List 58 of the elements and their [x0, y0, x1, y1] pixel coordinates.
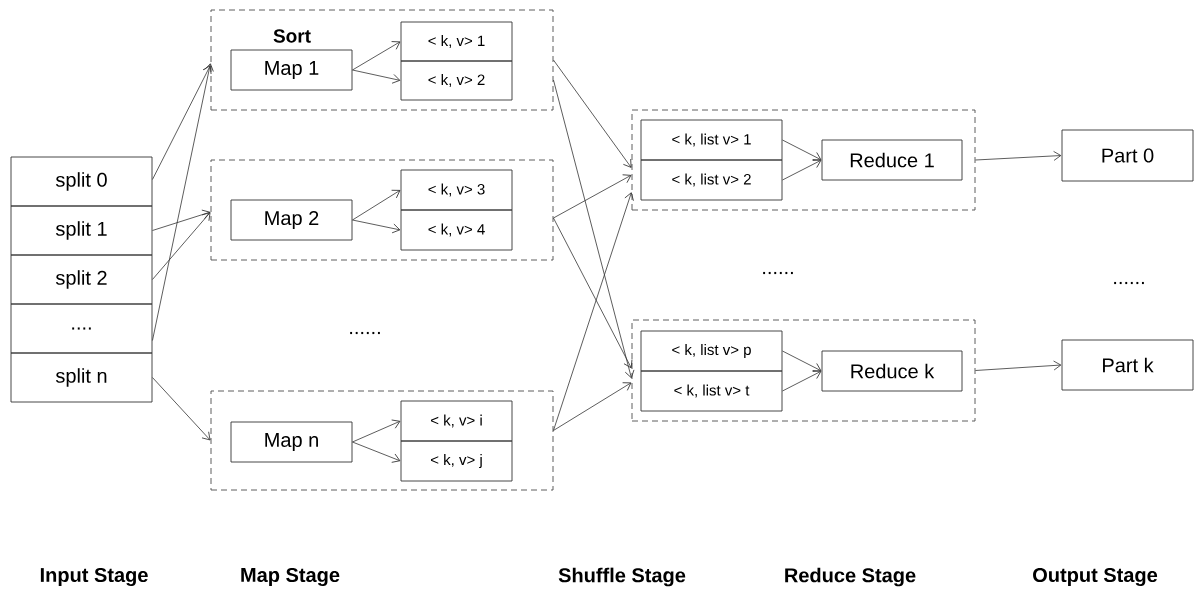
arrow: [352, 419, 401, 443]
arrow: [553, 79, 635, 379]
arrow: [782, 370, 822, 392]
table-cell: < k, v> 4: [400, 209, 513, 251]
arrow: [975, 360, 1062, 371]
arrow: [352, 41, 401, 71]
ellipsis: ......: [1114, 281, 1144, 285]
process-box: Part k: [1061, 339, 1194, 391]
process-box: Reduce 1: [821, 139, 963, 181]
stage-label: Map Stage: [241, 567, 340, 587]
ellipsis: ......: [763, 271, 793, 275]
process-box: Map 1: [230, 49, 353, 91]
arrow: [152, 65, 212, 180]
arrow: [152, 212, 211, 280]
arrow: [152, 377, 211, 441]
arrow: [782, 350, 822, 372]
table-cell: split 1: [10, 205, 153, 256]
table-cell: < k, list v> 1: [640, 119, 783, 161]
stage-label: Reduce Stage: [785, 567, 916, 587]
table-cell: < k, list v> p: [640, 330, 783, 372]
table-cell: split 2: [10, 254, 153, 305]
arrow: [352, 441, 401, 463]
dashed-group-box: [631, 109, 976, 211]
process-box: Reduce k: [821, 350, 963, 392]
arrow: [553, 217, 633, 369]
arrow: [352, 69, 401, 84]
group-heading: Sort: [273, 29, 311, 43]
arrow: [975, 151, 1062, 161]
ellipsis: ......: [350, 331, 380, 335]
arrow: [553, 192, 634, 431]
arrow: [553, 174, 632, 219]
arrow: [152, 63, 214, 341]
dashed-group-box: [631, 319, 976, 422]
dashed-group-box: [210, 159, 554, 261]
table-cell: < k, list v> t: [640, 370, 783, 412]
table-cell: split 0: [10, 156, 153, 207]
arrow: [152, 209, 211, 231]
arrow: [782, 159, 822, 181]
table-cell: < k, v> i: [400, 400, 513, 442]
table-cell: < k, v> 2: [400, 60, 513, 101]
table-cell: ....: [10, 303, 153, 354]
table-cell: < k, v> 1: [400, 21, 513, 62]
table-cell: split n: [10, 352, 153, 403]
arrow: [553, 382, 632, 431]
table-cell: < k, list v> 2: [640, 159, 783, 201]
arrow: [553, 59, 632, 168]
stage-label: Input Stage: [40, 567, 148, 587]
table-cell: < k, v> 3: [400, 169, 513, 211]
process-box: Part 0: [1061, 129, 1194, 182]
arrow: [782, 139, 822, 161]
table-cell: < k, v> j: [400, 440, 513, 482]
stage-label: Output Stage: [1033, 567, 1158, 587]
process-box: Map n: [230, 421, 353, 463]
arrow: [352, 189, 401, 221]
process-box: Map 2: [230, 199, 353, 241]
arrow: [352, 219, 401, 234]
dashed-group-box: [210, 390, 554, 491]
stage-label: Shuffle Stage: [558, 567, 686, 587]
